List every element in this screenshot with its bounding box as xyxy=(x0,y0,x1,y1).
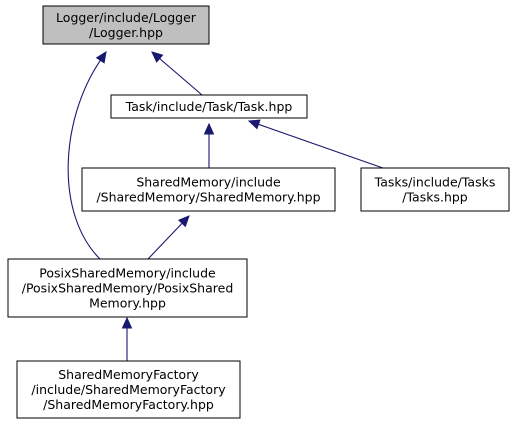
node-box xyxy=(7,258,248,318)
node-box xyxy=(42,5,210,45)
arrowhead xyxy=(203,122,215,135)
node-task[interactable]: Task/include/Task/Task.hpp xyxy=(110,94,308,119)
edge-line xyxy=(147,222,183,260)
edge-posix-shared-memory-to-shared-memory xyxy=(147,215,190,260)
edge-line xyxy=(67,59,101,260)
edge-tasks-to-task xyxy=(247,119,384,169)
node-label-line: Memory.hpp xyxy=(89,296,166,311)
node-label-line: SharedMemoryFactory xyxy=(58,367,199,382)
edge-line xyxy=(159,58,203,96)
node-box xyxy=(360,167,510,212)
edge-task-to-logger xyxy=(151,51,203,96)
edge-posix-shared-memory-to-logger xyxy=(67,50,107,260)
node-shared-memory[interactable]: SharedMemory/include/SharedMemory/Shared… xyxy=(81,167,336,212)
arrowhead xyxy=(247,119,261,130)
arrowhead xyxy=(95,50,107,64)
edge-line xyxy=(258,123,384,169)
node-label-line: /Tasks.hpp xyxy=(402,190,468,205)
node-box xyxy=(81,167,336,212)
edges-layer xyxy=(67,50,384,361)
node-logger[interactable]: Logger/include/Logger/Logger.hpp xyxy=(42,5,210,45)
node-label-line: Tasks/include/Tasks xyxy=(374,175,496,190)
node-label-line: SharedMemory/include xyxy=(136,175,281,190)
arrowhead xyxy=(121,316,133,329)
node-label-line: /SharedMemoryFactory.hpp xyxy=(43,397,214,412)
node-box xyxy=(16,360,241,419)
arrowhead xyxy=(177,215,190,228)
node-label-line: Task/include/Task/Task.hpp xyxy=(125,99,293,114)
node-posix-shared-memory[interactable]: PosixSharedMemory/include/PosixSharedMem… xyxy=(7,258,248,318)
node-label-line: Logger/include/Logger xyxy=(56,10,197,25)
node-label-line: /SharedMemory/SharedMemory.hpp xyxy=(96,190,320,205)
nodes-layer: Logger/include/Logger/Logger.hppTask/inc… xyxy=(7,5,510,419)
node-label-line: PosixSharedMemory/include xyxy=(39,266,216,281)
edge-shared-memory-to-task xyxy=(203,122,215,168)
node-label-line: /PosixSharedMemory/PosixShared xyxy=(22,281,234,296)
node-box xyxy=(110,94,308,119)
node-shared-memory-factory[interactable]: SharedMemoryFactory/include/SharedMemory… xyxy=(16,360,241,419)
node-tasks[interactable]: Tasks/include/Tasks/Tasks.hpp xyxy=(360,167,510,212)
edge-shared-memory-factory-to-posix-shared-memory xyxy=(121,316,133,361)
node-label-line: /Logger.hpp xyxy=(89,25,163,40)
node-label-line: /include/SharedMemoryFactory xyxy=(31,382,226,397)
arrowhead xyxy=(151,51,164,63)
